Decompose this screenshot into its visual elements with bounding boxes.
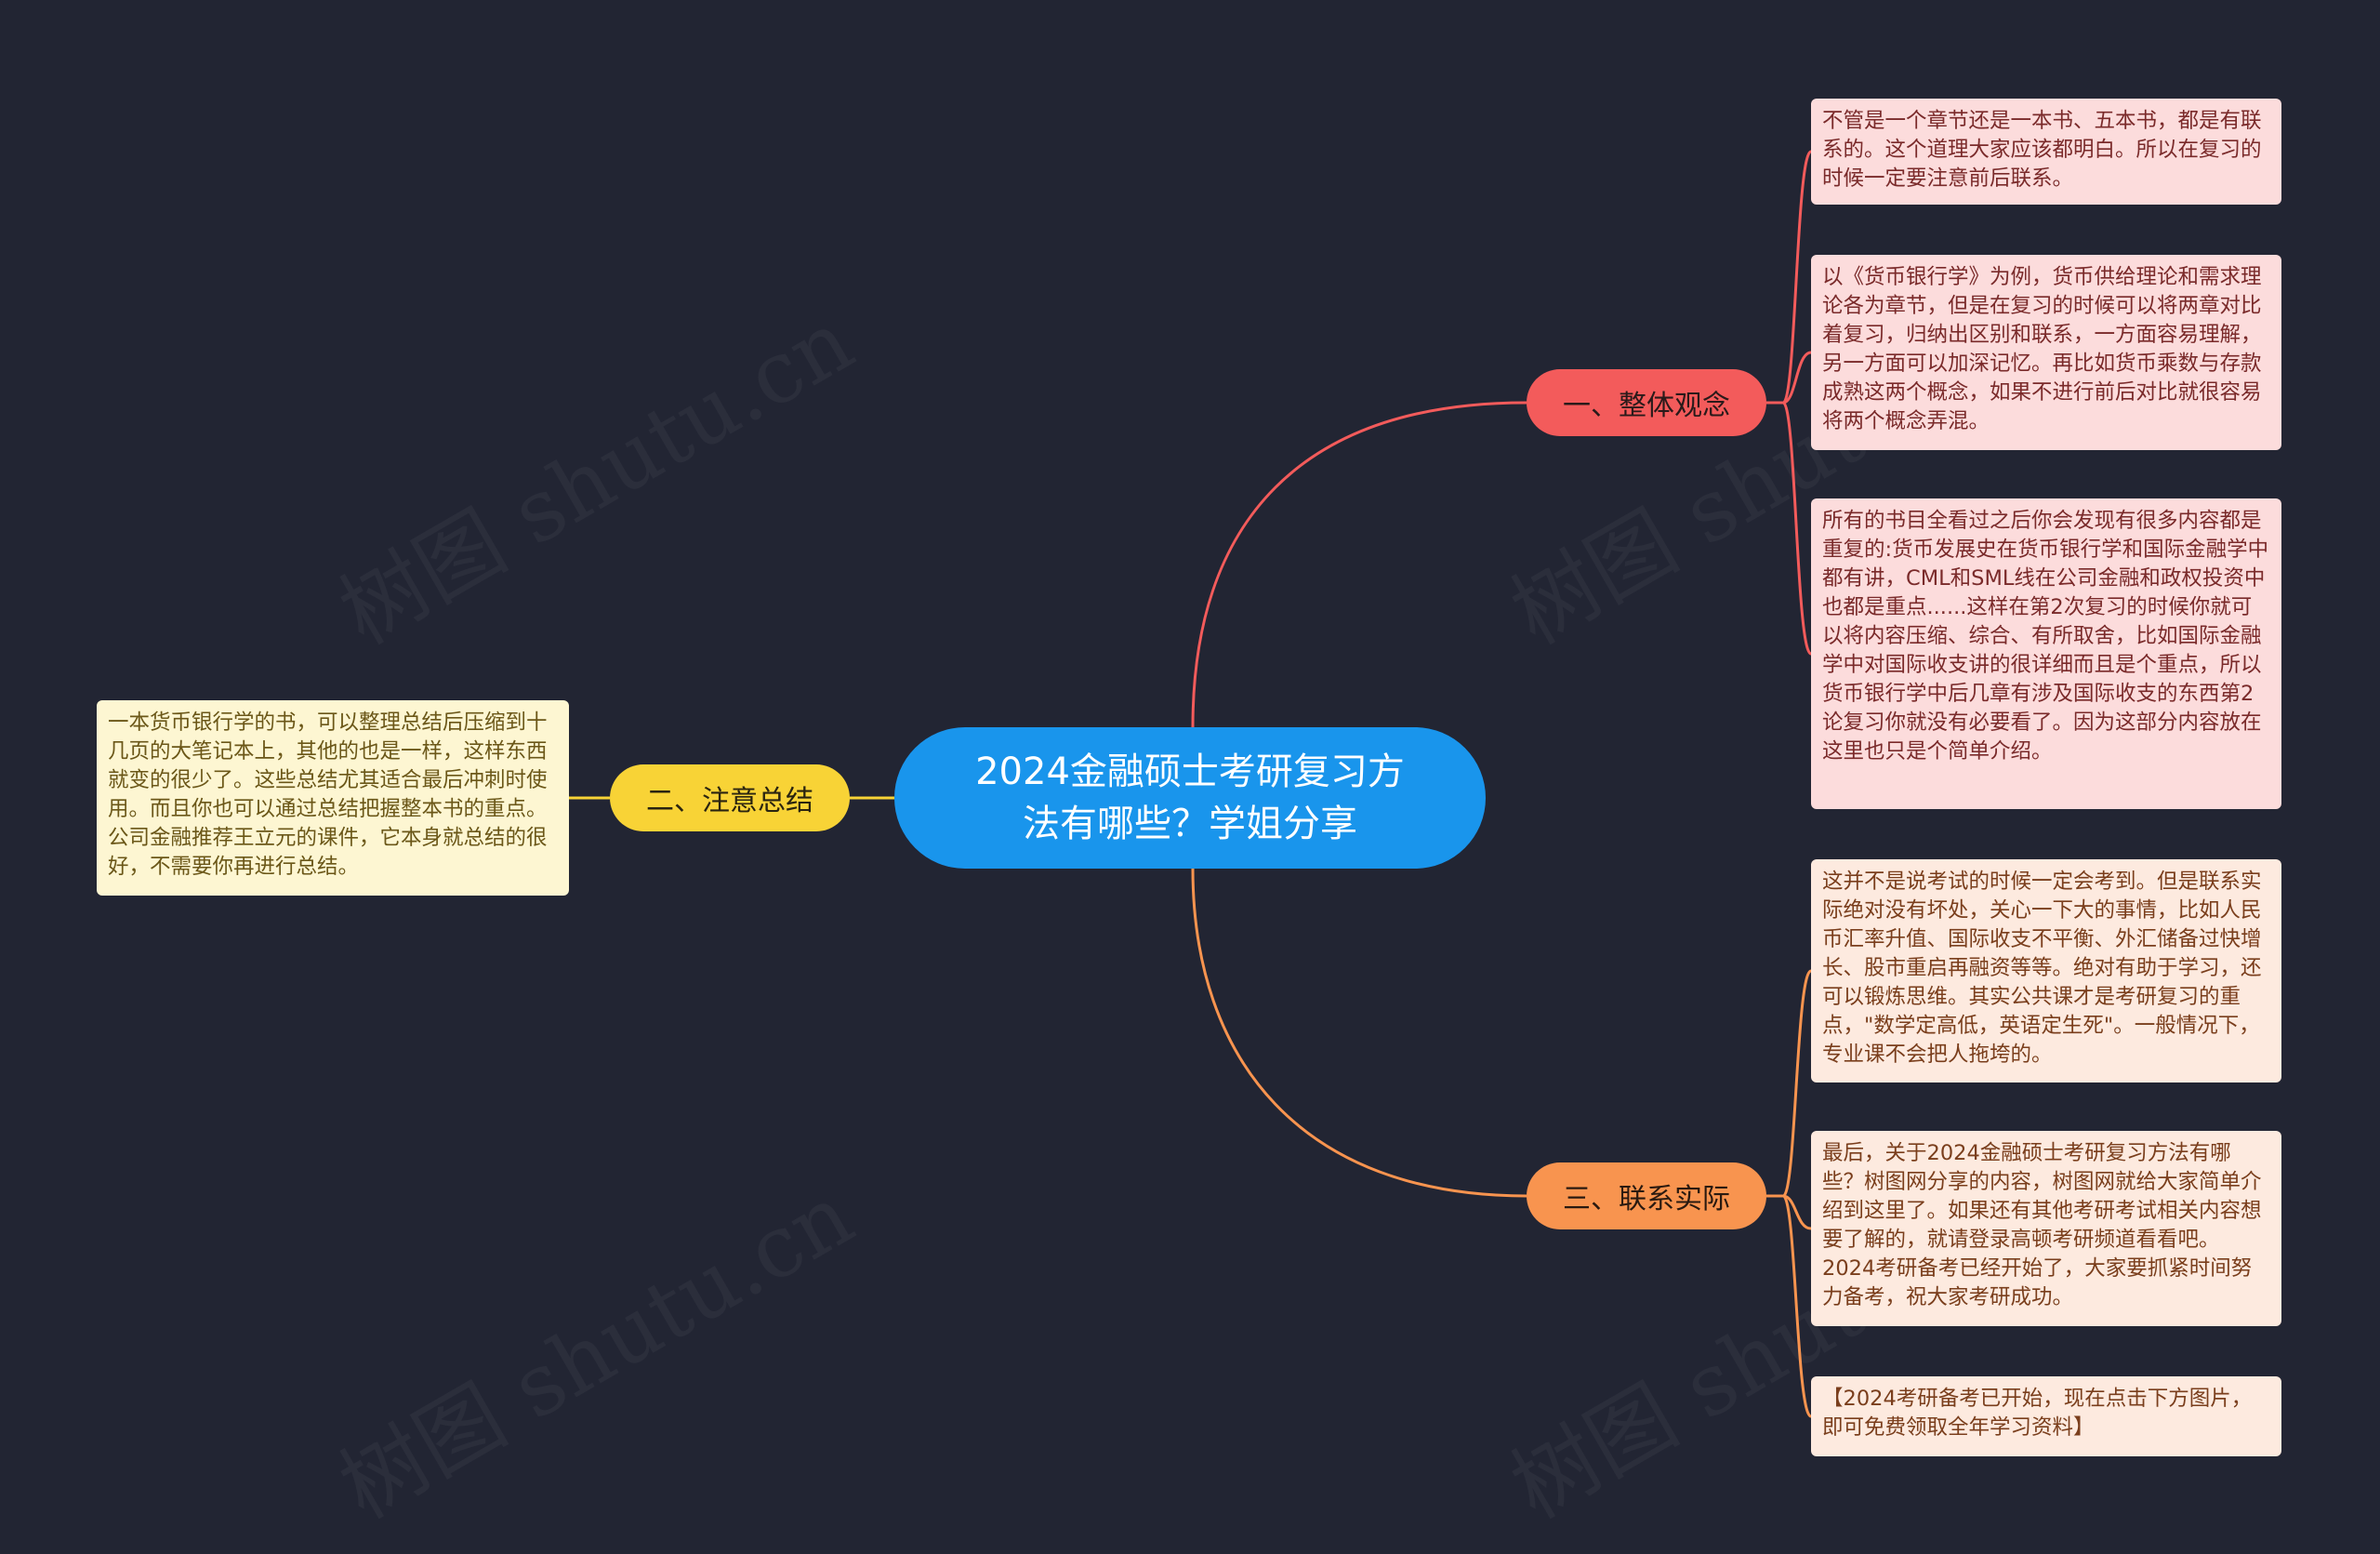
branch-topic-3[interactable]: 三、联系实际	[1527, 1162, 1766, 1229]
branch-topic-2[interactable]: 二、注意总结	[610, 764, 850, 831]
link-branch-1-note-1	[1766, 150, 1813, 405]
branch-topic-1[interactable]: 一、整体观念	[1527, 369, 1766, 436]
link-branch-1-note-3	[1766, 401, 1813, 656]
note-card[interactable]: 最后，关于2024金融硕士考研复习方法有哪些？树图网分享的内容，树图网就给大家简…	[1811, 1131, 2281, 1326]
link-branch-3-note-3	[1766, 1194, 1813, 1418]
branch-topic-label: 三、联系实际	[1563, 1183, 1730, 1215]
root-topic-title: 2024金融硕士考研复习方法有哪些？学姐分享	[975, 750, 1405, 845]
note-card[interactable]: 不管是一个章节还是一本书、五本书，都是有联系的。这个道理大家应该都明白。所以在复…	[1811, 99, 2281, 205]
note-card[interactable]: 一本货币银行学的书，可以整理总结后压缩到十几页的大笔记本上，其他的也是一样，这样…	[97, 700, 569, 896]
note-card[interactable]: 【2024考研备考已开始，现在点击下方图片，即可免费领取全年学习资料】	[1811, 1376, 2281, 1456]
link-branch-3-note-1	[1766, 969, 1813, 1198]
link-root-branch-1	[1191, 401, 1527, 728]
note-card[interactable]: 所有的书目全看过之后你会发现有很多内容都是重复的:货币发展史在货币银行学和国际金…	[1811, 498, 2281, 809]
branch-topic-label: 一、整体观念	[1563, 390, 1730, 422]
note-card[interactable]: 以《货币银行学》为例，货币供给理论和需求理论各为章节，但是在复习的时候可以将两章…	[1811, 255, 2281, 450]
root-topic[interactable]: 2024金融硕士考研复习方法有哪些？学姐分享	[894, 727, 1486, 869]
branch-topic-label: 二、注意总结	[646, 785, 813, 817]
link-root-branch-3	[1191, 868, 1527, 1198]
note-card[interactable]: 这并不是说考试的时候一定会考到。但是联系实际绝对没有坏处，关心一下大的事情，比如…	[1811, 859, 2281, 1082]
